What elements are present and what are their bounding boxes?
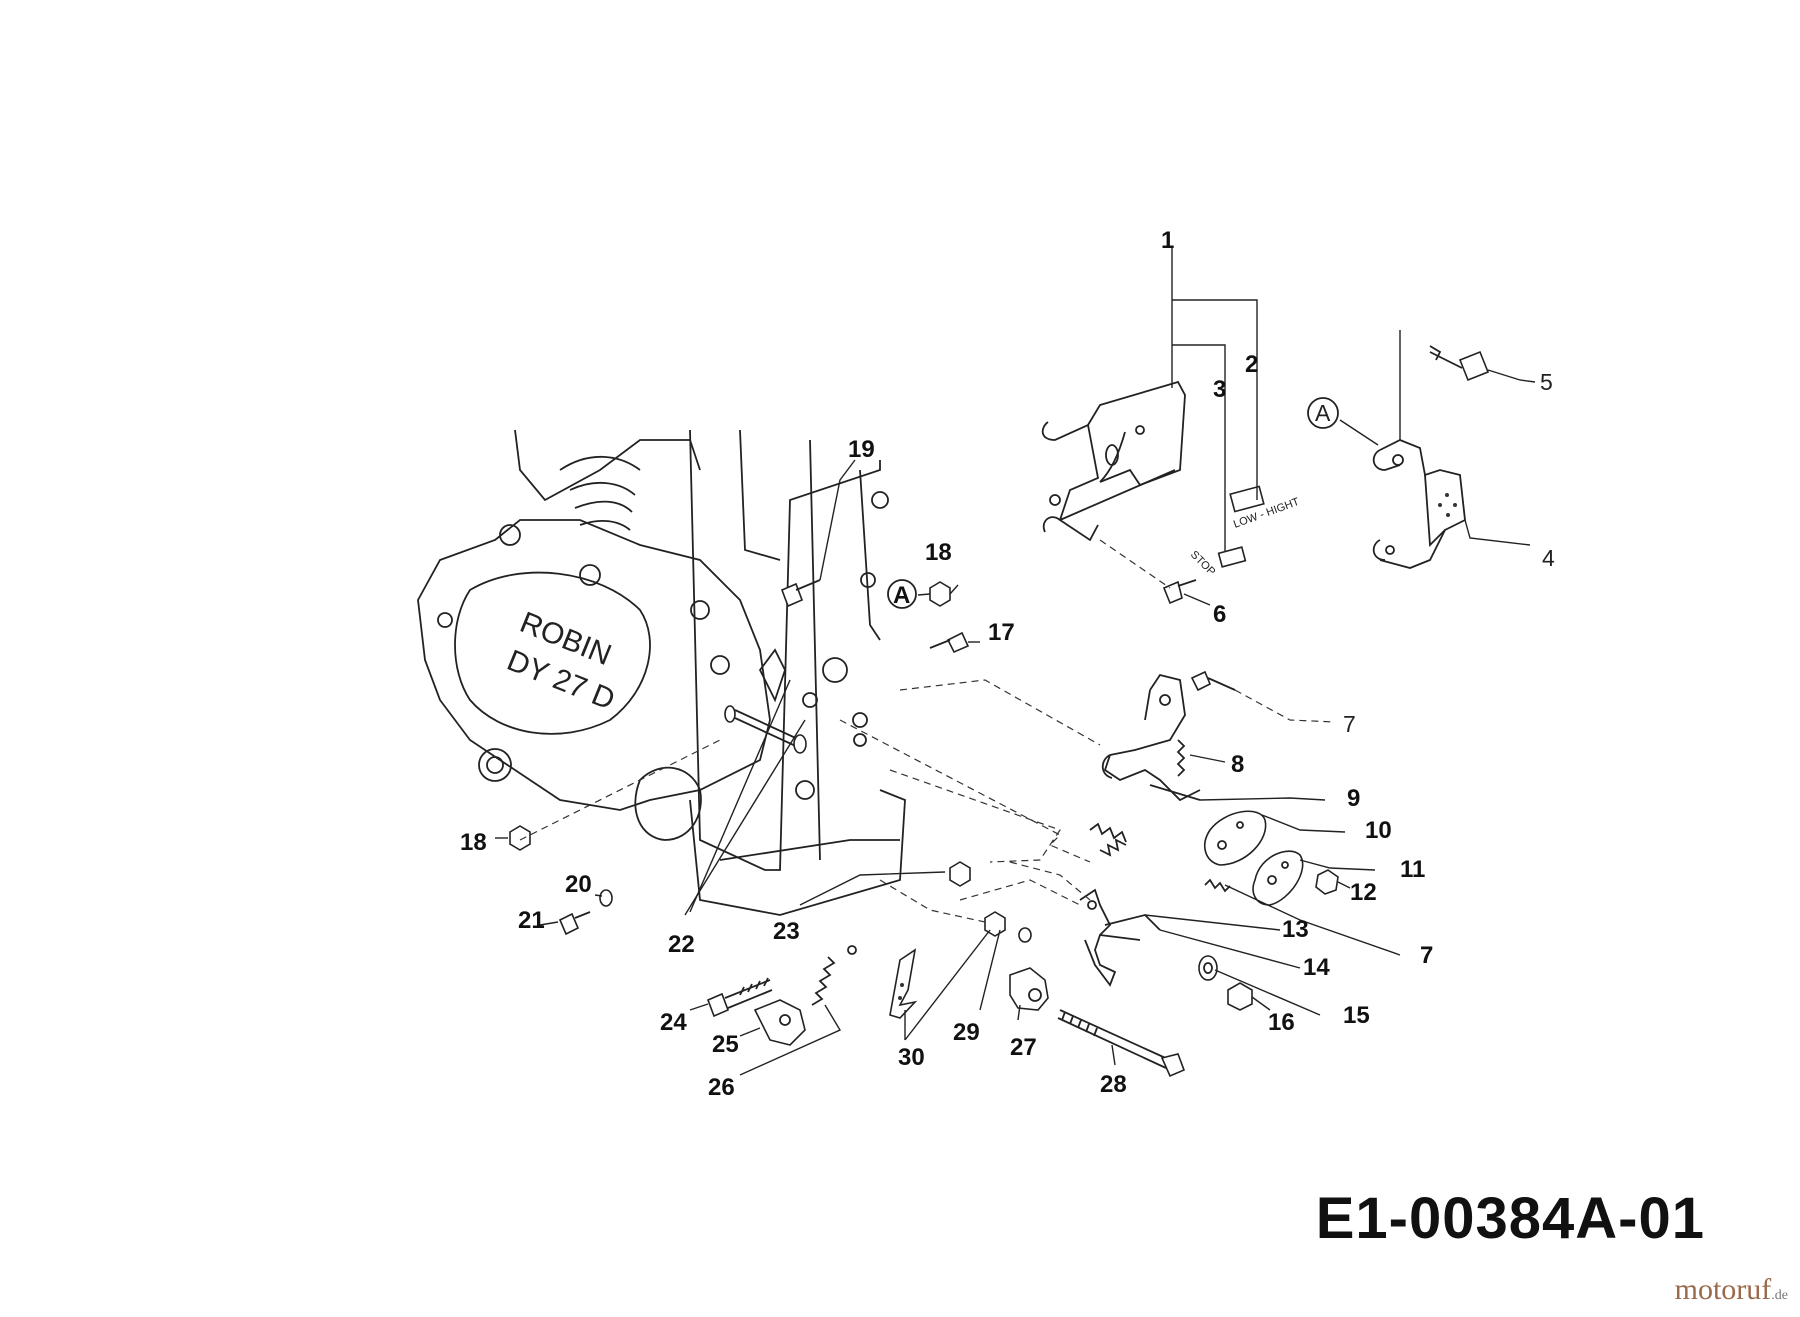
assembly-dashed-lines xyxy=(519,679,1101,923)
mounting-bracket xyxy=(1372,345,1490,569)
callout-5: 5 xyxy=(1540,369,1553,395)
callout-27: 27 xyxy=(1010,1034,1037,1061)
callout-29: 29 xyxy=(953,1019,980,1046)
callout-15: 15 xyxy=(1343,1002,1370,1029)
callout-18-upper: 18 xyxy=(925,539,952,566)
speed-control-bracket: LOW - HIGHT STOP xyxy=(1041,380,1301,605)
callout-14: 14 xyxy=(1303,954,1330,981)
reference-circle-engine xyxy=(887,579,917,609)
callout-18-lower: 18 xyxy=(460,829,487,856)
governor-lever-assembly xyxy=(1079,670,1339,1011)
lower-parts xyxy=(509,579,1186,1078)
callout-20: 20 xyxy=(565,871,592,898)
callout-11: 11 xyxy=(1400,856,1425,883)
watermark-name: motoruf xyxy=(1674,1273,1772,1306)
callout-21: 21 xyxy=(518,907,545,934)
callout-17: 17 xyxy=(988,619,1015,646)
callout-7-upper: 7 xyxy=(1343,711,1356,737)
reference-marks: A A xyxy=(887,397,1339,609)
callout-28: 28 xyxy=(1100,1071,1127,1098)
callout-10: 10 xyxy=(1365,817,1392,844)
callout-12: 12 xyxy=(1350,879,1377,906)
engine-block: ROBIN DY 27 D xyxy=(417,429,906,916)
callout-23: 23 xyxy=(773,918,800,945)
callout-25: 25 xyxy=(712,1031,739,1058)
callout-30: 30 xyxy=(898,1044,925,1071)
reference-mark-right: A xyxy=(1315,400,1331,426)
callout-4: 4 xyxy=(1542,545,1555,571)
callout-13: 13 xyxy=(1282,916,1309,943)
leader-lines xyxy=(495,248,1536,1076)
watermark-logo: motoruf.de xyxy=(1675,1273,1788,1307)
callout-3: 3 xyxy=(1213,376,1226,403)
callout-7-lower: 7 xyxy=(1420,942,1433,969)
callout-6: 6 xyxy=(1213,601,1226,628)
callout-24: 24 xyxy=(660,1009,687,1036)
document-code: E1-00384A-01 xyxy=(1315,1186,1705,1251)
callout-numbers: 1 2 3 4 5 6 7 8 9 10 11 12 13 14 7 15 16… xyxy=(460,227,1555,1101)
reference-circle-right xyxy=(1307,397,1339,429)
callout-22: 22 xyxy=(668,931,695,958)
callout-8: 8 xyxy=(1231,751,1244,778)
reference-mark-engine: A xyxy=(893,582,910,609)
stop-marking: STOP xyxy=(1188,549,1218,579)
callout-2: 2 xyxy=(1245,351,1258,378)
callout-9: 9 xyxy=(1347,785,1360,812)
callout-16: 16 xyxy=(1268,1009,1295,1036)
callout-19: 19 xyxy=(848,436,875,463)
watermark-tld: .de xyxy=(1771,1288,1788,1303)
callout-1: 1 xyxy=(1161,227,1174,254)
callout-26: 26 xyxy=(708,1074,735,1101)
